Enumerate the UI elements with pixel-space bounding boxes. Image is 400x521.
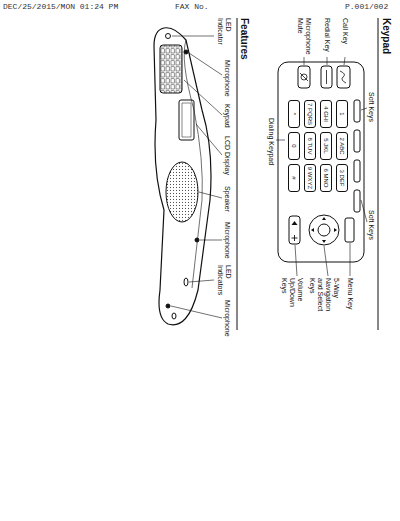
dial-key: 9 WXYZ <box>304 164 316 192</box>
dial-key: 3 DEF <box>336 164 348 192</box>
callout-label: Microphone Mute <box>296 18 312 56</box>
callout-label: Soft Keys <box>367 92 375 122</box>
callout-label: Redial Key <box>323 18 331 56</box>
key-legend: 1 <box>339 112 345 115</box>
callout-label: Microphone <box>223 60 231 97</box>
callout-label: Volume Up/Down Keys <box>280 278 304 322</box>
key-legend: 7 PQRS <box>307 103 313 125</box>
dial-key: 5 JKL <box>320 132 332 160</box>
callout-label: Call Key <box>341 18 349 56</box>
key-legend: 3 DEF <box>339 169 345 186</box>
callout-label: LED Indicator <box>216 18 232 54</box>
section-heading: Keypad <box>381 18 393 54</box>
fax-header: FAX No. <box>175 2 209 11</box>
key-legend: 6 MNO <box>323 168 329 187</box>
dial-key: 1 <box>336 100 348 128</box>
key-legend: 2 ABC <box>339 137 345 154</box>
key-legend: 0 <box>291 144 297 147</box>
fax-header: P.001/002 <box>345 2 388 11</box>
dial-key: * <box>288 100 300 128</box>
dial-key: 4 GHI <box>320 100 332 128</box>
callout-label: Dialing Keypad <box>267 118 275 165</box>
callout-label: Microphone <box>223 222 231 259</box>
callout-label: Menu Key <box>346 278 354 326</box>
dial-key: 7 PQRS <box>304 100 316 128</box>
key-legend: # <box>291 176 297 179</box>
dial-key: 2 ABC <box>336 132 348 160</box>
dial-key: 0 <box>288 132 300 160</box>
callout-label: Keypad <box>223 104 231 128</box>
key-legend: 4 GHI <box>323 106 329 122</box>
key-legend: * <box>291 113 297 115</box>
callout-label: LCD Display <box>223 136 231 175</box>
dial-key: 6 MNO <box>320 164 332 192</box>
callout-label: Microphone <box>223 300 231 337</box>
callout-label: LED Indicators <box>216 265 232 297</box>
fax-header: DEC/25/2015/MON 01:24 PM <box>3 2 118 11</box>
callout-label: Soft Keys <box>367 210 375 240</box>
callout-label: Speaker <box>223 186 231 212</box>
section-heading: Features <box>239 18 251 60</box>
callout-label: 5-Way Navigation and Select Keys <box>308 278 340 322</box>
dial-key: 8 TUV <box>304 132 316 160</box>
dial-key: # <box>288 164 300 192</box>
key-legend: 8 TUV <box>307 138 313 155</box>
key-legend: 5 JKL <box>323 138 329 153</box>
key-legend: 9 WXYZ <box>307 167 313 189</box>
